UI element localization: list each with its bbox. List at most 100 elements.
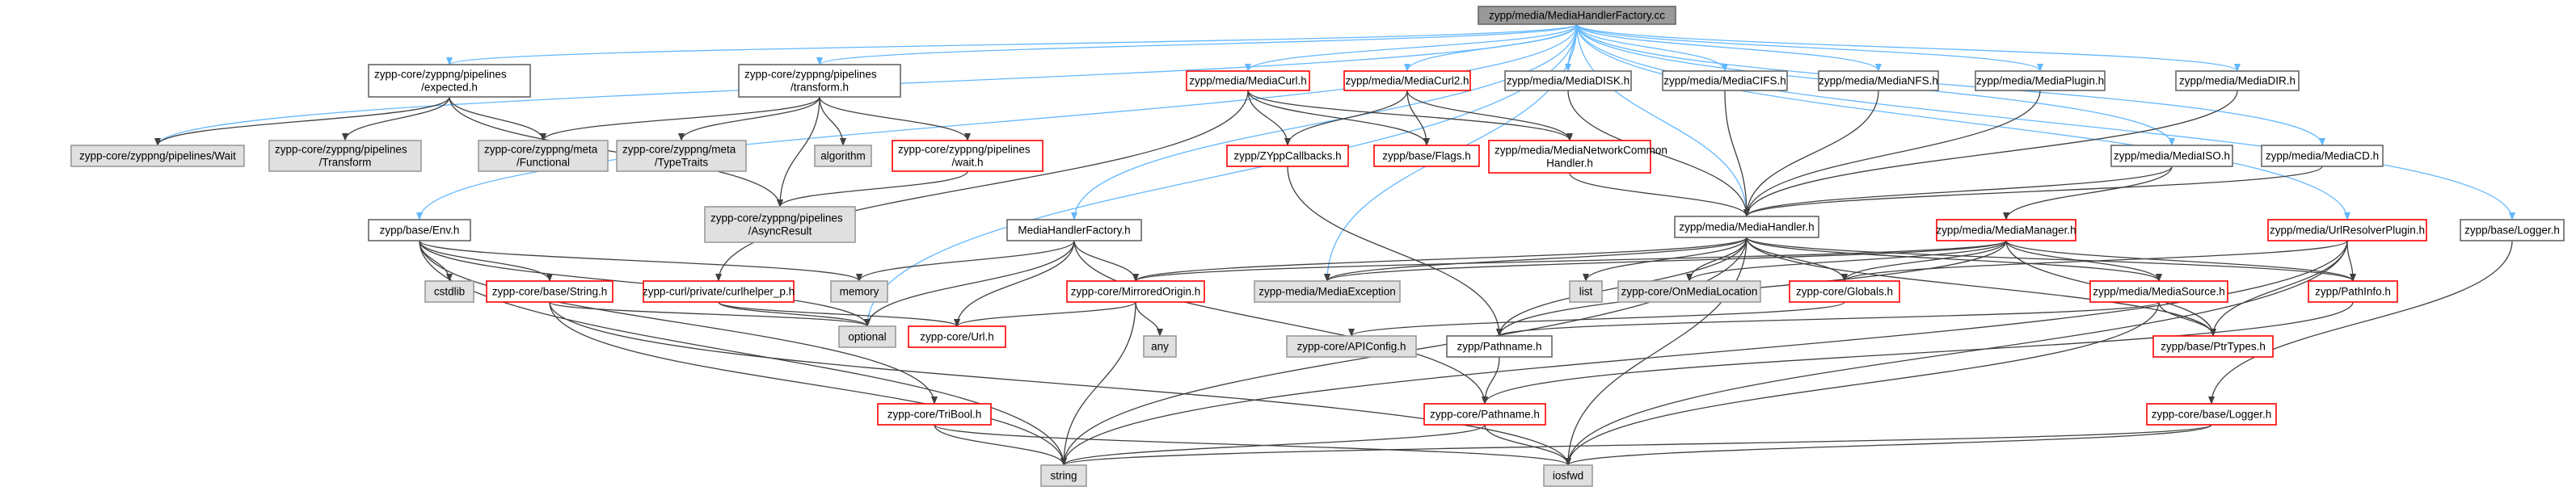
node-box — [704, 206, 856, 243]
edge-root-to-cd_h — [1576, 23, 2325, 146]
node-core-pathname[interactable]: zypp-core/Pathname.h — [1423, 403, 1546, 426]
node-core-logger[interactable]: zypp-core/base/Logger.h — [2146, 403, 2277, 426]
node-root[interactable]: zypp/media/MediaHandlerFactory.cc — [1478, 6, 1676, 25]
node-any[interactable]: any — [1143, 335, 1177, 358]
node-disk-h[interactable]: zypp/media/MediaDISK.h — [1504, 70, 1632, 91]
node-label-line: zypp/media/MediaManager.h — [1936, 225, 2076, 237]
node-iosfwd[interactable]: iosfwd — [1543, 464, 1593, 487]
node-label-line: zypp/media/MediaSource.h — [2093, 286, 2225, 298]
node-label-line: /expected.h — [421, 82, 478, 94]
node-apiconfig[interactable]: zypp-core/APIConfig.h — [1286, 335, 1417, 358]
node-box — [1789, 280, 1900, 303]
node-algorithm[interactable]: algorithm — [814, 145, 872, 167]
node-label-line: zypp-curl/private/curlhelper_p.h — [643, 286, 795, 298]
node-pipe-transform[interactable]: zypp-core/zyppng/pipelines/transform.h — [738, 64, 901, 98]
edge-base_env-to-core_string — [419, 240, 553, 282]
node-tribool[interactable]: zypp-core/TriBool.h — [877, 403, 992, 426]
node-string[interactable]: string — [1040, 464, 1087, 487]
edge-pipe_transform-to-meta_functional — [540, 96, 820, 141]
node-label-line: /TypeTraits — [655, 157, 709, 169]
edge-curl2_h-to-zypp_callbacks — [1284, 90, 1408, 146]
edge-tribool-to-iosfwd — [934, 424, 1571, 466]
node-cstdlib[interactable]: cstdlib — [424, 280, 474, 303]
edge-root-to-mhf_h — [1071, 23, 1578, 220]
node-box — [368, 219, 471, 241]
node-box — [1286, 335, 1417, 358]
node-base-ptrtypes[interactable]: zypp/base/PtrTypes.h — [2152, 335, 2274, 358]
node-box — [2261, 145, 2384, 167]
node-list[interactable]: list — [1569, 280, 1603, 303]
edge-media_manager-to-path_info — [2005, 240, 2356, 282]
node-dir-h[interactable]: zypp/media/MediaDIR.h — [2175, 70, 2300, 91]
node-label-line: /wait.h — [951, 157, 983, 169]
node-base-logger-h[interactable]: zypp/base/Logger.h — [2460, 219, 2565, 241]
node-core-string[interactable]: zypp-core/base/String.h — [486, 280, 613, 303]
node-mirrored-origin[interactable]: zypp-core/MirroredOrigin.h — [1066, 280, 1205, 303]
edge-media_manager-to-media_source — [2005, 240, 2162, 282]
edge-mhf_h-to-core_url — [954, 240, 1075, 327]
node-on-media-location[interactable]: zypp-core/OnMediaLocation — [1617, 280, 1761, 303]
edge-core_logger-to-iosfwd — [1565, 424, 2212, 466]
node-iso-h[interactable]: zypp/media/MediaISO.h — [2110, 145, 2233, 167]
node-core-url[interactable]: zypp-core/Url.h — [908, 325, 1006, 348]
node-label-line: list — [1579, 286, 1593, 298]
node-base-flags[interactable]: zypp/base/Flags.h — [1373, 145, 1480, 167]
edge-curl_h-to-base_flags — [1247, 90, 1430, 146]
node-pipe-Transform[interactable]: zypp-core/zyppng/pipelines/Transform — [268, 140, 422, 172]
node-box — [70, 145, 245, 167]
edge-root-to-nfs_h — [1576, 23, 1882, 72]
node-zypp-pathname[interactable]: zypp/Pathname.h — [1446, 335, 1553, 358]
node-nfs-h[interactable]: zypp/media/MediaNFS.h — [1818, 70, 1939, 91]
edge-media_manager-to-on_media_location — [1686, 240, 2007, 282]
node-box — [1066, 280, 1205, 303]
node-pipe-expected[interactable]: zypp-core/zyppng/pipelines/expected.h — [368, 64, 531, 98]
node-zypp-callbacks[interactable]: zypp/ZYppCallbacks.h — [1226, 145, 1349, 167]
node-label-line: zypp-core/zyppng/pipelines/Wait — [79, 150, 236, 162]
node-path-info[interactable]: zypp/PathInfo.h — [2308, 280, 2398, 303]
edge-root-to-base_logger_h — [1576, 23, 2515, 220]
node-box — [1254, 280, 1401, 303]
node-media-source[interactable]: zypp/media/MediaSource.h — [2089, 280, 2228, 303]
node-media-manager[interactable]: zypp/media/MediaManager.h — [1936, 219, 2076, 241]
node-mhf-h[interactable]: MediaHandlerFactory.h — [1006, 219, 1142, 241]
node-label-line: MediaHandlerFactory.h — [1018, 225, 1130, 237]
node-cd-h[interactable]: zypp/media/MediaCD.h — [2261, 145, 2384, 167]
node-label-line: zypp/media/MediaCIFS.h — [1663, 75, 1786, 87]
node-meta-typetraits[interactable]: zypp-core/zyppng/meta/TypeTraits — [616, 140, 747, 172]
node-async-result[interactable]: zypp-core/zyppng/pipelines/AsyncResult — [704, 206, 856, 243]
edge-plugin_h-to-media_handler — [1743, 90, 2041, 217]
edge-media_source-to-zypp_pathname — [1496, 301, 2160, 337]
edge-pipe_expected-to-pipe_Transform — [342, 96, 450, 141]
node-media-exception[interactable]: zypp-media/MediaException — [1254, 280, 1401, 303]
node-curl-h[interactable]: zypp/media/MediaCurl.h — [1186, 70, 1310, 91]
nodes-layer: zypp/media/MediaHandlerFactory.cc zypp-co… — [70, 6, 2565, 487]
node-label-line: zypp-media/MediaException — [1258, 286, 1396, 298]
node-meta-functional[interactable]: zypp-core/zyppng/meta/Functional — [478, 140, 609, 172]
node-box — [1662, 70, 1788, 91]
edge-url_resolver-to-iosfwd — [1565, 240, 2348, 466]
node-pipe-wait-h[interactable]: zypp-core/zyppng/pipelines/wait.h — [892, 140, 1043, 172]
node-plugin-h[interactable]: zypp/media/MediaPlugin.h — [1975, 70, 2106, 91]
node-pipe-wait[interactable]: zypp-core/zyppng/pipelines/Wait — [70, 145, 245, 167]
edge-root-to-url_resolver — [1576, 23, 2350, 220]
node-label-line: zypp/media/MediaDIR.h — [2179, 75, 2296, 87]
node-box — [838, 325, 896, 348]
node-core-globals[interactable]: zypp-core/Globals.h — [1789, 280, 1900, 303]
node-media-handler[interactable]: zypp/media/MediaHandler.h — [1674, 216, 1819, 238]
node-curl2-h[interactable]: zypp/media/MediaCurl2.h — [1343, 70, 1471, 91]
node-cifs-h[interactable]: zypp/media/MediaCIFS.h — [1662, 70, 1788, 91]
edge-root-to-pipe_expected — [446, 23, 1578, 65]
node-label-line: zypp-core/zyppng/pipelines — [275, 144, 407, 156]
edge-core_logger-to-string — [1060, 424, 2212, 466]
node-curlhelper[interactable]: zypp-curl/private/curlhelper_p.h — [643, 280, 795, 303]
edge-path_info-to-core_pathname — [1482, 301, 2354, 405]
node-box — [1504, 70, 1632, 91]
node-label-line: zypp/ZYppCallbacks.h — [1233, 150, 1341, 162]
node-memory[interactable]: memory — [830, 280, 888, 303]
node-url-resolver[interactable]: zypp/media/UrlResolverPlugin.h — [2267, 219, 2427, 241]
node-optional[interactable]: optional — [838, 325, 896, 348]
node-base-env[interactable]: zypp/base/Env.h — [368, 219, 471, 241]
edge-media_source-to-iosfwd — [1565, 301, 2160, 466]
node-label-line: string — [1050, 470, 1077, 482]
